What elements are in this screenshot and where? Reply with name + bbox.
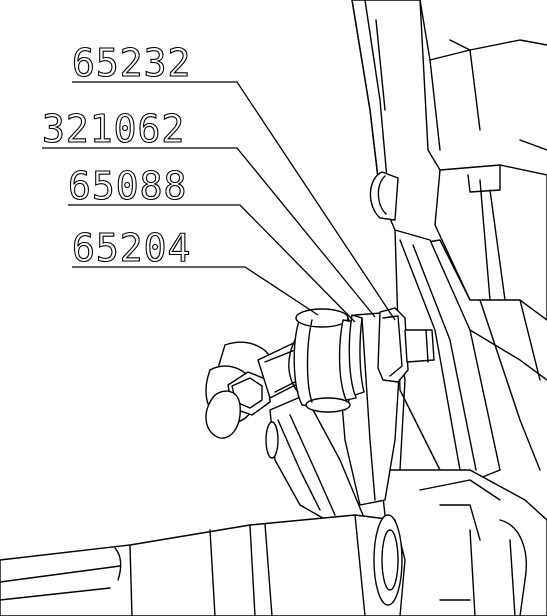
callout-65232: 65232	[72, 41, 191, 85]
leader-lines	[42, 81, 396, 323]
callout-65088: 65088	[68, 164, 187, 208]
leader-65088	[68, 204, 356, 323]
leader-321062	[42, 147, 376, 318]
part-321062-washer	[348, 314, 365, 396]
callout-labels: 65232 321062 65088 65204	[41, 40, 191, 270]
leader-65232	[72, 81, 396, 321]
lower-bracket	[379, 469, 547, 616]
part-65232-hex-nut	[377, 307, 435, 383]
callout-321062: 321062	[42, 107, 185, 151]
leader-65204	[72, 266, 319, 316]
part-65204-bushing	[288, 308, 356, 413]
upper-frame-bracket	[351, 0, 547, 381]
upper-dome-nut	[369, 171, 399, 221]
cylinder-body	[0, 514, 406, 616]
callout-65204: 65204	[72, 226, 191, 270]
linkage-arm	[394, 229, 547, 481]
